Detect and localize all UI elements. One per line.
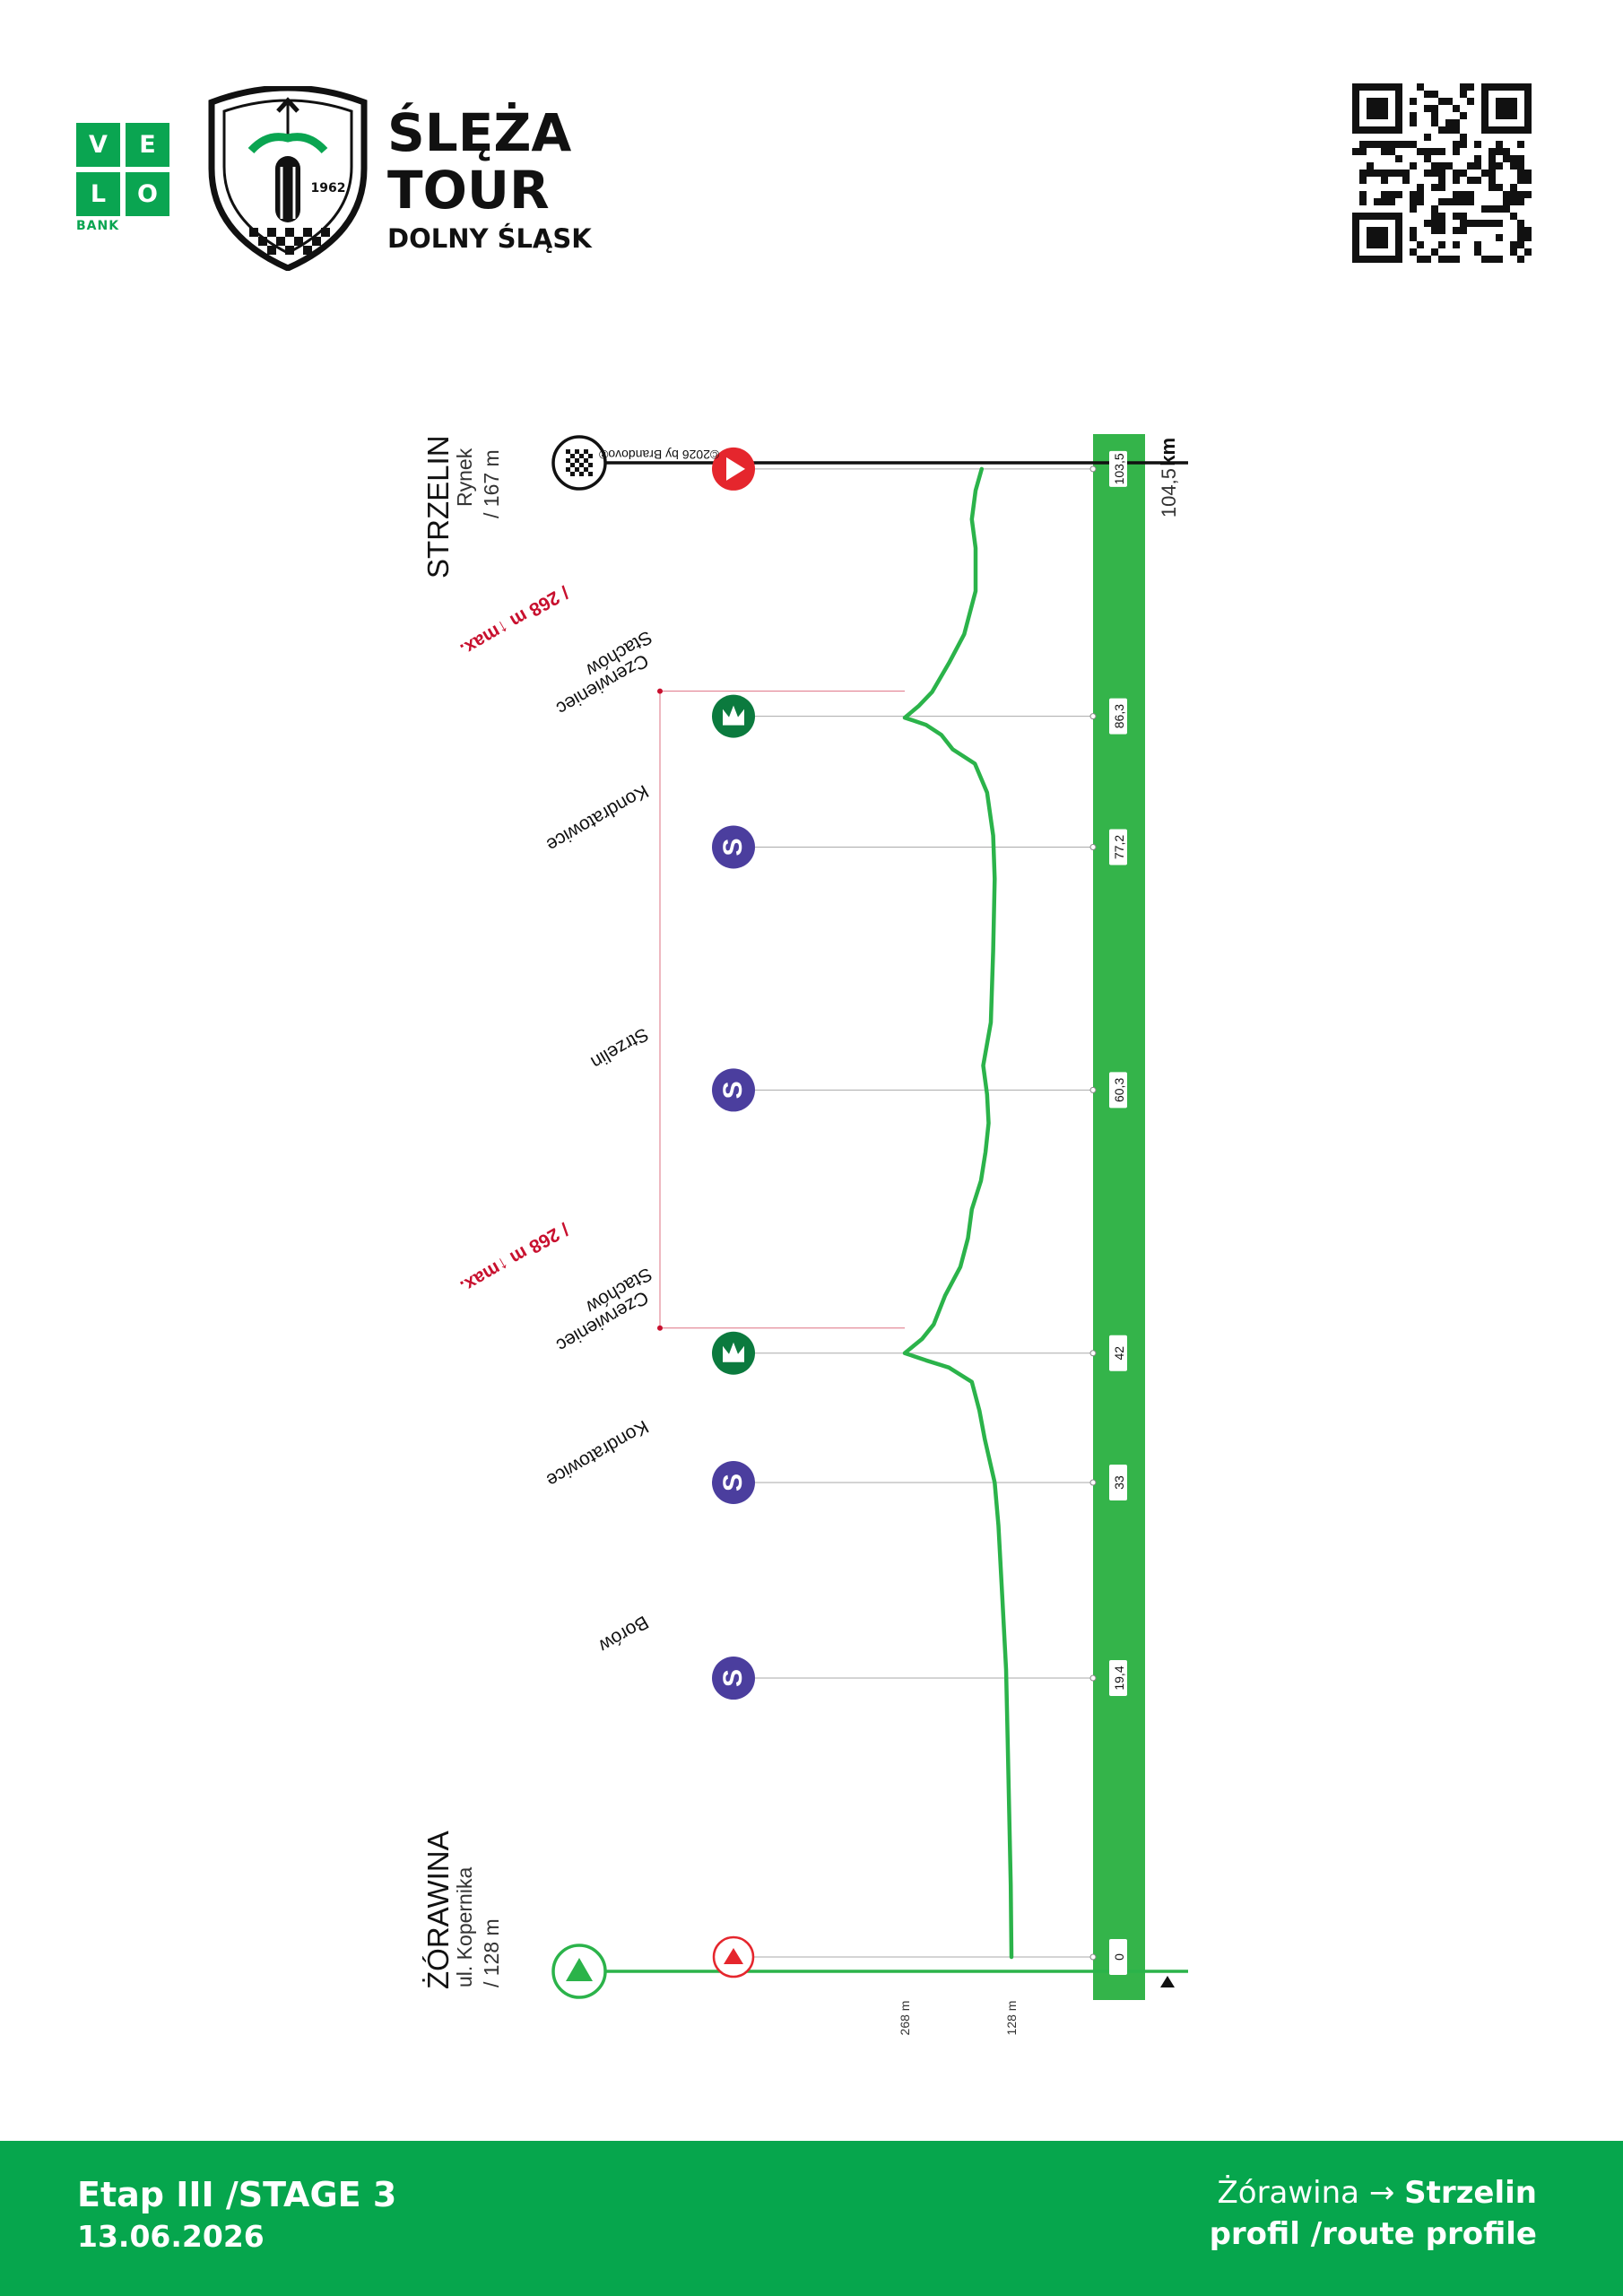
km-total-label: 104,5: [1158, 468, 1180, 517]
route-title: Żórawina → Strzelin: [1217, 2175, 1537, 2211]
finish-street: Rynek: [453, 448, 476, 507]
route-to: Strzelin: [1404, 2175, 1537, 2211]
km-marker-label: 77,2: [1112, 835, 1126, 859]
km-axis-label: km: [1157, 438, 1179, 466]
sprint-icon: [712, 1068, 755, 1112]
km-marker-label: 60,3: [1112, 1078, 1126, 1102]
logo-letter: L: [76, 172, 120, 216]
km-marker-box: [1109, 450, 1127, 487]
elevation-profile-line: [902, 466, 1014, 1960]
sprint-icon: [712, 1461, 755, 1505]
waypoint-guide-dot: [1089, 1674, 1097, 1682]
checkered-flag-cell: [566, 458, 570, 463]
logo-letter: V: [76, 123, 120, 167]
max-altitude-dot: [657, 688, 663, 694]
max-altitude-dot: [657, 1325, 663, 1331]
altitude-tick-label: 268 m: [898, 2001, 912, 2036]
logo-letter: O: [126, 172, 169, 216]
waypoint-name: Kondratowice: [542, 1416, 652, 1492]
checkered-flag-cell: [579, 472, 584, 476]
logo-bank-word: BANK: [76, 219, 120, 233]
stage-title: Etap III /STAGE 3: [77, 2175, 397, 2214]
checkered-flag-cell: [579, 454, 584, 458]
km-marker-box: [1109, 1465, 1127, 1501]
copyright-label: ©2026 by Brandovo®: [598, 448, 719, 462]
checkered-flag-cell: [575, 458, 579, 463]
start-street: ul. Kopernika: [453, 1867, 476, 1987]
km-marker-label: 0: [1112, 1953, 1126, 1961]
checkered-flag-cell: [588, 463, 593, 467]
start-altitude: / 128 m: [480, 1918, 503, 1987]
waypoint-guide-dot: [1089, 1086, 1097, 1093]
waypoint-guide-dot: [1089, 843, 1097, 850]
checkered-flag-cell: [570, 454, 575, 458]
start-triangle-icon: [566, 1958, 593, 1981]
waypoint-guide-dot: [1089, 1350, 1097, 1357]
km-marker-label: 86,3: [1112, 704, 1126, 728]
brand-title-line1: ŚLĘŻA: [387, 102, 572, 163]
km-marker-box: [1109, 829, 1127, 865]
sprint-icon: [712, 1657, 755, 1700]
qr-code[interactable]: [1352, 83, 1532, 263]
checkered-flag-cell: [566, 467, 570, 472]
max-altitude-label: / 268 m ↑max.: [456, 581, 572, 660]
waypoint-guide-dot: [1089, 465, 1097, 473]
checkered-flag-cell: [588, 472, 593, 476]
km-marker-box: [1109, 1335, 1127, 1371]
max-altitude-connector: [659, 691, 905, 1329]
checkered-flag-cell: [588, 454, 593, 458]
mountain-icon: [723, 705, 744, 726]
km-band: [1093, 434, 1145, 2000]
brand-title-line3: DOLNY ŚLĄSK: [387, 223, 592, 254]
route-from: Żórawina →: [1217, 2175, 1395, 2211]
checkered-flag-cell: [575, 449, 579, 454]
checkered-flag-cell: [566, 449, 570, 454]
km-marker-label: 19,4: [1112, 1665, 1126, 1690]
km-marker-label: 103,5: [1112, 453, 1126, 484]
checkered-flag-cell: [584, 458, 588, 463]
mountain-icon: [723, 1342, 744, 1362]
sprint-icon: [712, 825, 755, 869]
checkered-flag-cell: [575, 467, 579, 472]
waypoint-guide-dot: [1089, 1953, 1097, 1961]
km-marker-label: 33: [1112, 1475, 1126, 1490]
waypoint-guide-dot: [1089, 713, 1097, 720]
sprint-icon-letter: S: [718, 1474, 748, 1492]
waypoint-guide-dot: [1089, 1479, 1097, 1486]
checkered-flag-cell: [579, 463, 584, 467]
km-marker-box: [1109, 1939, 1127, 1975]
start-town: ŻÓRAWINA: [421, 1831, 455, 1989]
waypoint-name: Kondratowice: [542, 780, 652, 856]
km-marker-box: [1109, 698, 1127, 735]
checkered-flag-cell: [584, 449, 588, 454]
finish-town: STRZELIN: [421, 435, 455, 578]
route-profile-caption: profil /route profile: [1209, 2216, 1537, 2252]
stage-date: 13.06.2026: [77, 2219, 265, 2254]
km-axis-arrow-icon: [1160, 1976, 1175, 1987]
km-marker-label: 42: [1112, 1346, 1126, 1361]
checkered-flag-cell: [584, 467, 588, 472]
sprint-icon-letter: S: [718, 1081, 748, 1099]
play-arrow-icon: [726, 457, 745, 481]
route-profile-chart: km104,5019,4SBorów33SKondratowice42Czerw…: [421, 434, 1188, 2036]
altitude-tick-label: 128 m: [1004, 2001, 1019, 2036]
shield-emblem: 1962: [208, 86, 368, 271]
finish-altitude: / 167 m: [480, 449, 503, 518]
sprint-icon-letter: S: [718, 1669, 748, 1687]
waypoint-name: Borów: [595, 1612, 652, 1657]
brand-title-line2: TOUR: [387, 160, 550, 221]
emblem-year: 1962: [311, 181, 346, 196]
max-altitude-label: / 268 m ↑max.: [456, 1218, 572, 1297]
km-marker-box: [1109, 1072, 1127, 1109]
footer-bar: Etap III /STAGE 3 13.06.2026 Żórawina → …: [0, 2141, 1623, 2296]
km-marker-box: [1109, 1660, 1127, 1697]
sprint-icon-letter: S: [718, 838, 748, 856]
checkered-flag-cell: [570, 463, 575, 467]
up-triangle-icon: [724, 1948, 743, 1964]
checkered-flag-cell: [570, 472, 575, 476]
waypoint-name: Strzelin: [587, 1023, 652, 1073]
logo-letter: E: [126, 123, 169, 167]
